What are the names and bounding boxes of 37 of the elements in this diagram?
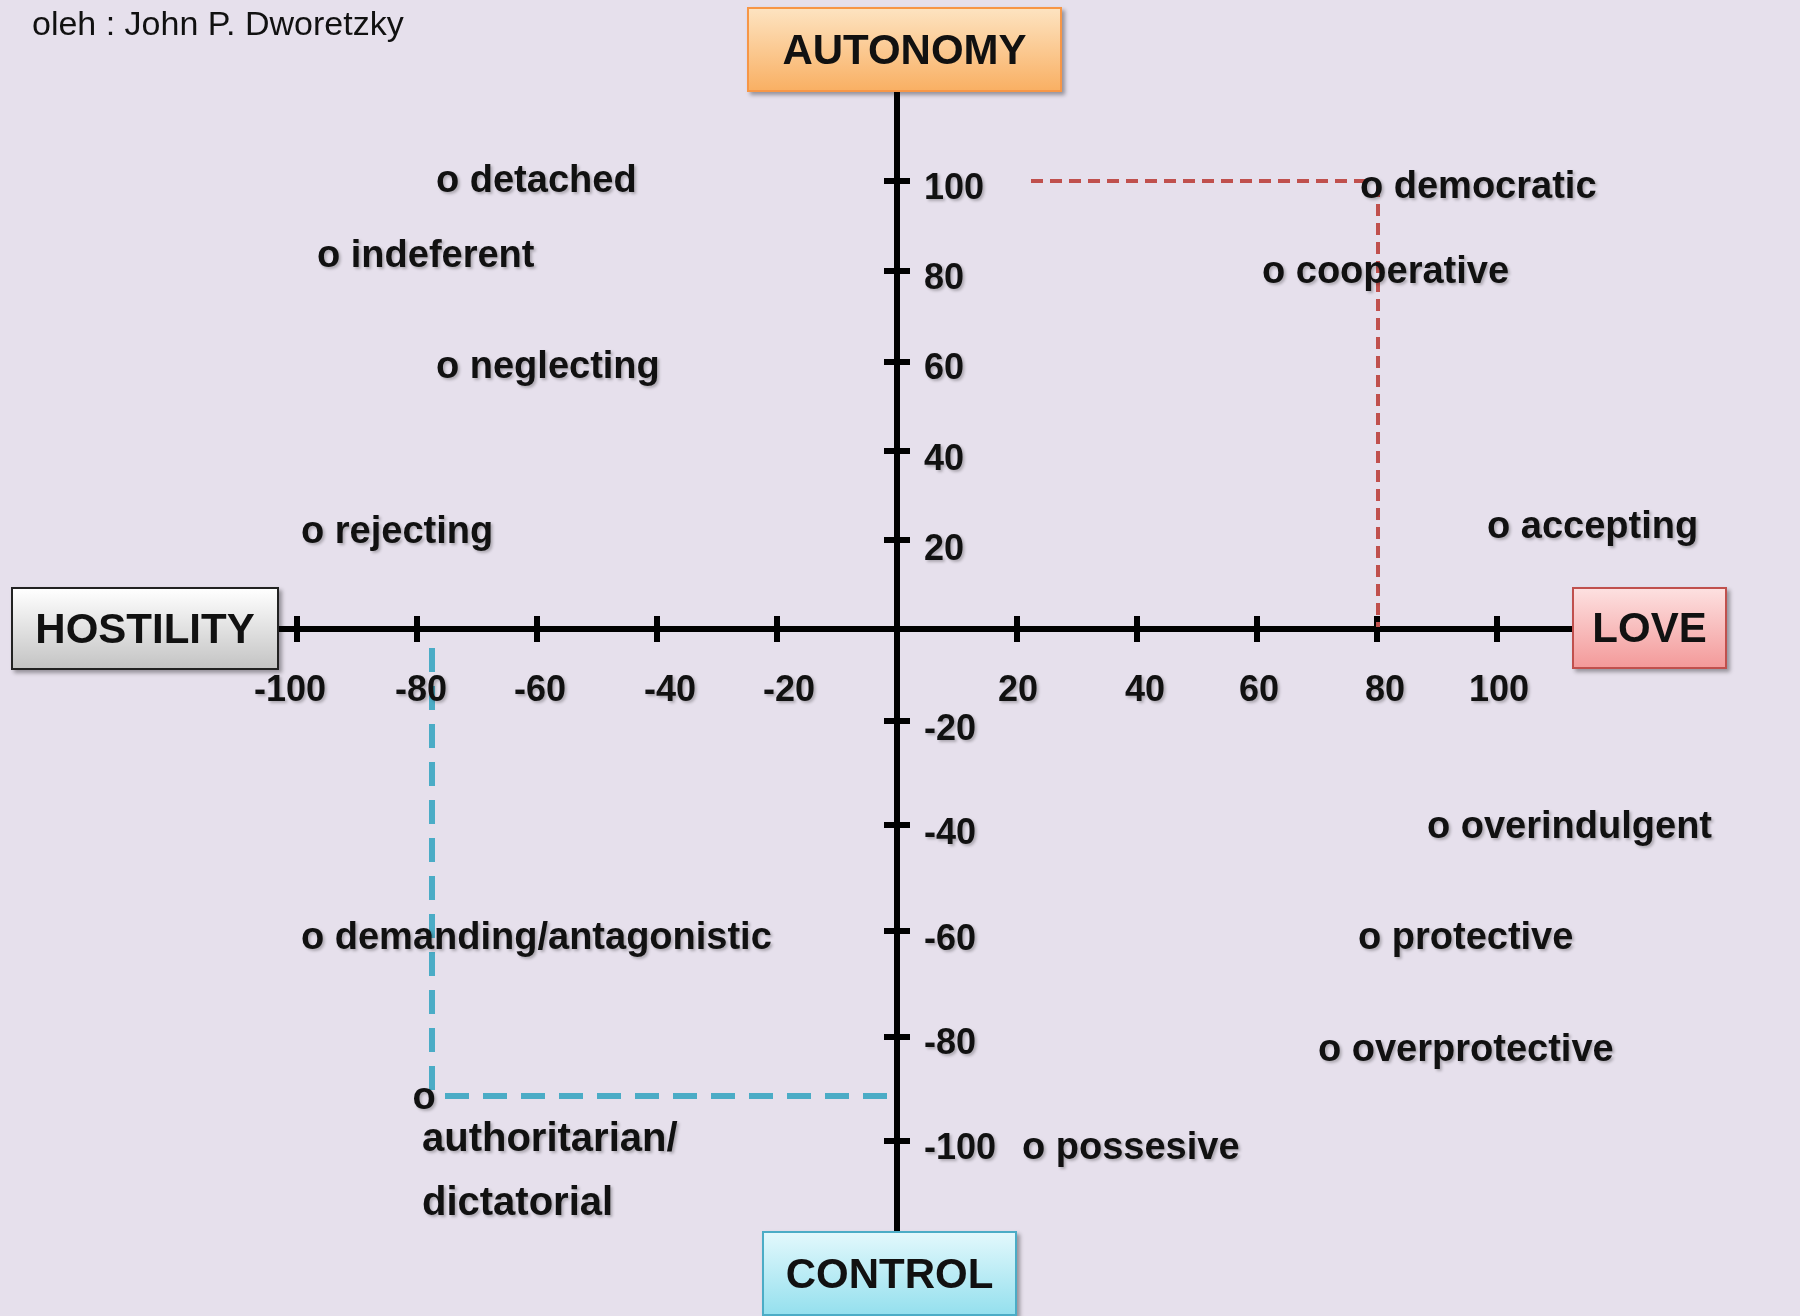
tick-label: 60 bbox=[1239, 668, 1279, 710]
tick-label: -20 bbox=[924, 707, 977, 749]
tick-label: -20 bbox=[763, 668, 815, 710]
point-label: o overprotective bbox=[1318, 1026, 1614, 1070]
tick-label: 80 bbox=[1365, 668, 1405, 710]
point-label: o neglecting bbox=[436, 343, 660, 387]
tick-label: 40 bbox=[1125, 668, 1165, 710]
axis-title-box: CONTROL bbox=[762, 1231, 1017, 1316]
author-credit: oleh : John P. Dworetzky bbox=[32, 3, 404, 43]
tick-label: -40 bbox=[924, 811, 977, 853]
tick-label: -40 bbox=[644, 668, 696, 710]
point-label: o rejecting bbox=[301, 508, 494, 552]
tick-label: -80 bbox=[395, 668, 447, 710]
tick-label: -100 bbox=[924, 1126, 997, 1168]
tick-label: 100 bbox=[924, 166, 985, 208]
tick-label: 80 bbox=[924, 256, 965, 298]
axis-title-box: AUTONOMY bbox=[747, 7, 1062, 92]
point-label: o cooperative bbox=[1262, 248, 1510, 292]
tick-label: 100 bbox=[1468, 668, 1530, 710]
point-label: o possesive bbox=[1022, 1124, 1240, 1168]
tick-label: 20 bbox=[924, 527, 965, 569]
tick-label: 20 bbox=[998, 668, 1038, 710]
tick-label: -60 bbox=[514, 668, 566, 710]
tick-label: -100 bbox=[253, 668, 327, 710]
tick-label: 60 bbox=[924, 346, 965, 388]
axis-title-box: HOSTILITY bbox=[11, 587, 279, 670]
point-label: o overindulgent bbox=[1427, 803, 1712, 847]
tick-label: 40 bbox=[924, 437, 965, 479]
point-label: o protective bbox=[1358, 914, 1574, 958]
point-label: o accepting bbox=[1487, 503, 1699, 547]
point-label: o democratic bbox=[1360, 163, 1597, 207]
point-label: o demanding/antagonistic bbox=[301, 914, 772, 958]
point-label: o indeferent bbox=[317, 232, 535, 276]
point-label: o detached bbox=[436, 157, 637, 201]
tick-label: -60 bbox=[924, 917, 977, 959]
tick-label: -80 bbox=[924, 1021, 977, 1063]
axis-title-box: LOVE bbox=[1572, 587, 1727, 669]
